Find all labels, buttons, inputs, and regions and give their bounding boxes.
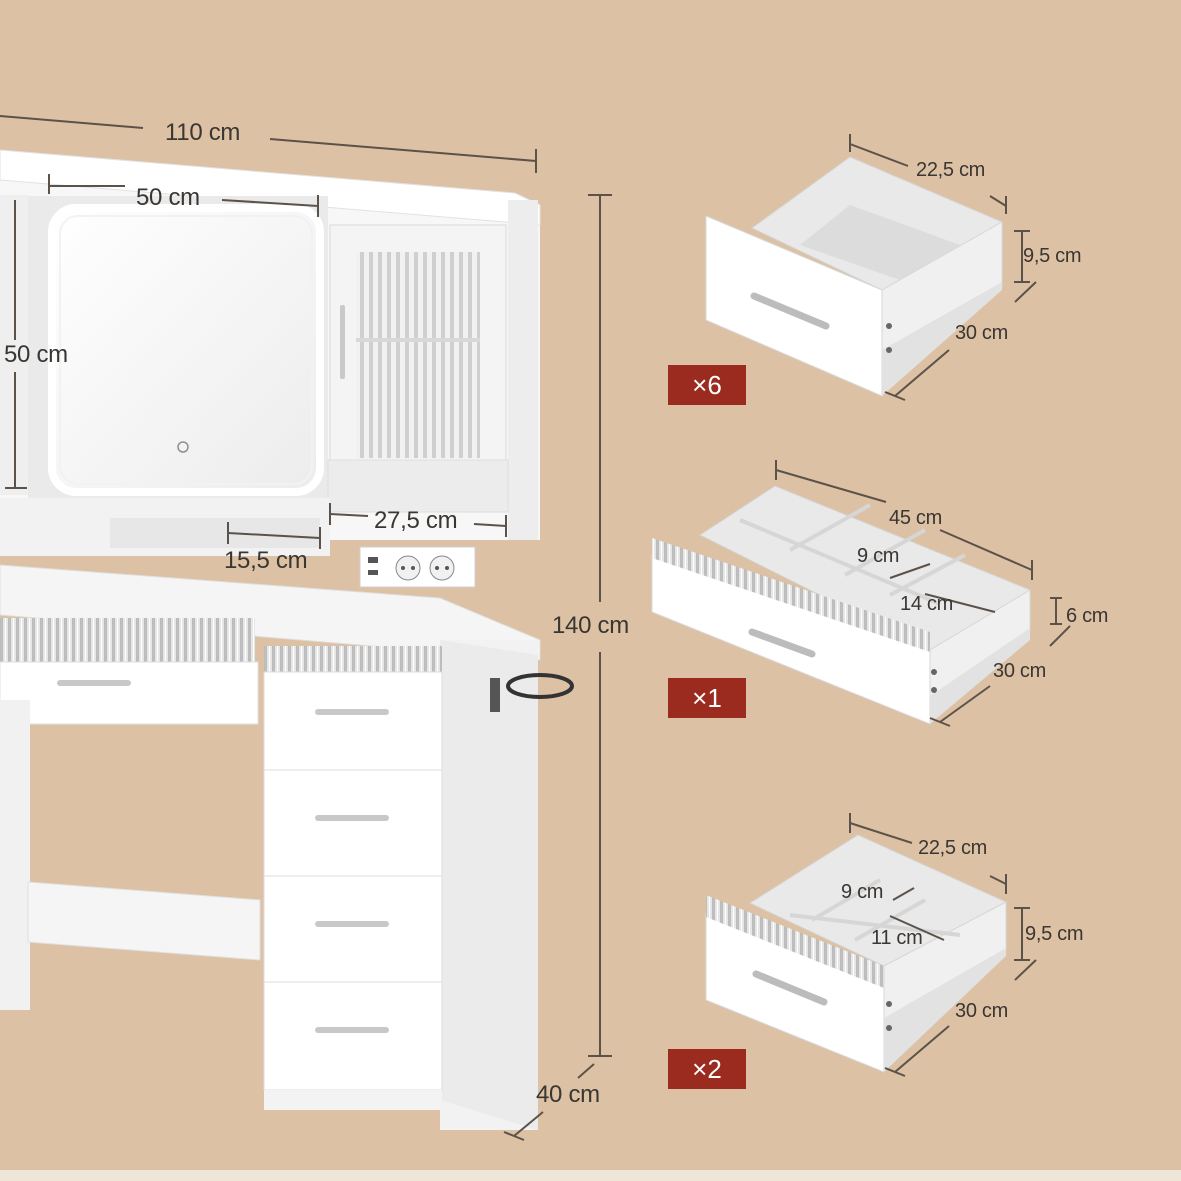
cabinet-door-handle bbox=[340, 305, 345, 379]
vanity-table bbox=[0, 149, 574, 1130]
open-niche bbox=[327, 459, 509, 513]
drawer-illustration-3 bbox=[705, 834, 1008, 1073]
led-mirror-glow bbox=[59, 215, 313, 485]
drawer-2-compartment-a-label: 9 cm bbox=[857, 545, 900, 567]
hutch-top-edge bbox=[0, 149, 541, 226]
drawer-3-compartment-b-label: 11 cm bbox=[871, 927, 923, 949]
vanity-depth-label: 40 cm bbox=[536, 1081, 600, 1108]
drawer-2-height-label: 6 cm bbox=[1066, 605, 1109, 627]
touch-switch-icon bbox=[177, 441, 189, 453]
drawer-2-dimension-lines bbox=[775, 460, 1071, 727]
vanity-height-label: 140 cm bbox=[552, 612, 629, 639]
desk-front-flute bbox=[0, 618, 255, 666]
drawer-3-count-badge: ×2 bbox=[668, 1049, 746, 1089]
socket-icon bbox=[395, 555, 421, 581]
tower-drawer-3 bbox=[263, 875, 443, 983]
drawer-handle bbox=[315, 921, 389, 927]
drawer-1-count-badge: ×6 bbox=[668, 365, 746, 405]
drawer-3-width-label: 22,5 cm bbox=[918, 837, 988, 859]
drawer-handle bbox=[315, 1027, 389, 1033]
cabinet-width-label: 27,5 cm bbox=[374, 507, 458, 534]
drawer-3-height-label: 9,5 cm bbox=[1025, 923, 1084, 945]
drawer-1-height-label: 9,5 cm bbox=[1023, 245, 1082, 267]
mirror-width-label: 50 cm bbox=[136, 184, 200, 211]
glass-panel bbox=[356, 252, 480, 458]
usb-port-icon bbox=[368, 557, 378, 563]
drawer-illustration-2 bbox=[651, 485, 1032, 725]
drawer-3-depth-label: 30 cm bbox=[955, 1000, 1008, 1022]
hutch-side bbox=[508, 200, 538, 540]
tower-drawer-1 bbox=[263, 671, 443, 771]
drawer-2-compartment-b-label: 14 cm bbox=[900, 593, 953, 615]
drawer-handle bbox=[57, 680, 131, 686]
usb-c-port-icon bbox=[368, 570, 378, 575]
drawer-handle bbox=[315, 709, 389, 715]
vanity-width-label: 110 cm bbox=[165, 119, 241, 146]
drawer-illustration-1 bbox=[705, 156, 1004, 397]
drawer-2-width-label: 45 cm bbox=[889, 507, 942, 529]
footrest-bar bbox=[27, 881, 261, 961]
drawer-3-dimension-lines bbox=[849, 813, 1037, 1077]
drawer-1-depth-label: 30 cm bbox=[955, 322, 1008, 344]
center-drawer bbox=[0, 661, 259, 725]
niche-width-label: 15,5 cm bbox=[224, 547, 308, 574]
vanity-dimension-lines bbox=[0, 115, 612, 1141]
drawer-tower-flute bbox=[264, 646, 442, 672]
tower-drawer-2 bbox=[263, 769, 443, 877]
socket-icon bbox=[429, 555, 455, 581]
left-leg bbox=[0, 700, 30, 1010]
bottom-band bbox=[0, 1170, 1181, 1181]
tower-drawer-4 bbox=[263, 981, 443, 1091]
mirror-height-label: 50 cm bbox=[4, 341, 68, 368]
drawer-handle bbox=[315, 815, 389, 821]
drawer-3-compartment-a-label: 9 cm bbox=[841, 881, 884, 903]
drawer-2-depth-label: 30 cm bbox=[993, 660, 1046, 682]
drawer-2-count-badge: ×1 bbox=[668, 678, 746, 718]
drawer-1-width-label: 22,5 cm bbox=[916, 159, 986, 181]
hair-dryer-holder-mount bbox=[490, 678, 500, 712]
glass-desktop bbox=[0, 564, 541, 661]
hair-dryer-holder-ring bbox=[506, 673, 574, 699]
drawer-1-dimension-lines bbox=[849, 134, 1037, 401]
led-mirror bbox=[48, 204, 324, 496]
